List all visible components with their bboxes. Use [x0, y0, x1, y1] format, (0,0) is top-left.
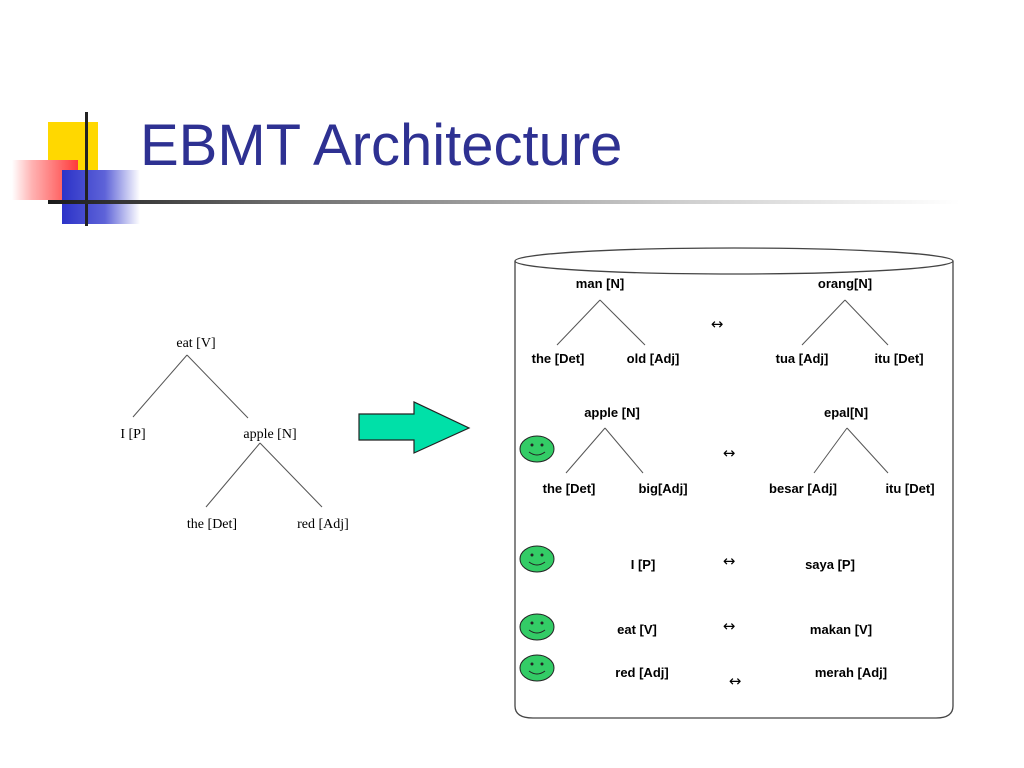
input-tree — [132, 354, 323, 508]
smiley-face-icon — [519, 613, 555, 641]
smiley-face-icon — [519, 545, 555, 573]
title-decoration-blue-square — [62, 170, 140, 224]
example-database-cylinder — [514, 247, 954, 719]
example-target-root: orang[N] — [818, 276, 872, 291]
input-tree-left: I [P] — [120, 427, 145, 442]
example-source-root: apple [N] — [584, 405, 640, 420]
smiley-face-icon — [519, 435, 555, 463]
example-source-word: I [P] — [631, 557, 656, 572]
example-target-right: itu [Det] — [885, 481, 934, 496]
equivalence-arrow-icon: ↔ — [711, 315, 724, 333]
title-underline-rule — [48, 200, 960, 204]
tree-edge — [259, 442, 323, 508]
example-target-left: besar [Adj] — [769, 481, 837, 496]
example-i: I [P] ↔ saya [P] — [631, 552, 855, 572]
right-arrow-icon — [358, 401, 471, 454]
example-red: red [Adj] ↔ merah [Adj] — [615, 665, 887, 690]
equivalence-arrow-icon: ↔ — [723, 617, 736, 635]
example-source-word: eat [V] — [617, 622, 657, 637]
tree-edge — [132, 354, 188, 418]
input-tree-root: eat [V] — [176, 336, 215, 351]
equivalence-arrow-icon: ↔ — [723, 444, 736, 462]
example-source-left: the [Det] — [532, 351, 585, 366]
example-source-right: old [Adj] — [627, 351, 680, 366]
example-target-root: epal[N] — [824, 405, 868, 420]
input-tree-right: apple [N] — [243, 427, 296, 442]
example-apple: apple [N] the [Det] big[Adj] ↔ epal[N] b… — [543, 405, 935, 496]
slide-title: EBMT Architecture — [140, 113, 623, 178]
example-man: man [N] the [Det] old [Adj] ↔ orang[N] t… — [532, 276, 924, 366]
equivalence-arrow-icon: ↔ — [723, 552, 736, 570]
tree-edge — [186, 354, 249, 419]
smiley-face-icon — [519, 654, 555, 682]
input-tree-right-left: the [Det] — [187, 517, 237, 532]
example-source-right: big[Adj] — [638, 481, 687, 496]
example-source-word: red [Adj] — [615, 665, 668, 680]
equivalence-arrow-icon: ↔ — [729, 672, 742, 690]
title-decoration-vertical-line — [85, 112, 88, 226]
example-source-left: the [Det] — [543, 481, 596, 496]
example-source-root: man [N] — [576, 276, 624, 291]
example-eat: eat [V] ↔ makan [V] — [617, 617, 872, 637]
example-target-word: saya [P] — [805, 557, 855, 572]
tree-edge — [205, 442, 261, 508]
input-tree-right-right: red [Adj] — [297, 517, 349, 532]
example-target-word: merah [Adj] — [815, 665, 887, 680]
example-target-left: tua [Adj] — [776, 351, 829, 366]
example-target-right: itu [Det] — [874, 351, 923, 366]
example-target-word: makan [V] — [810, 622, 872, 637]
